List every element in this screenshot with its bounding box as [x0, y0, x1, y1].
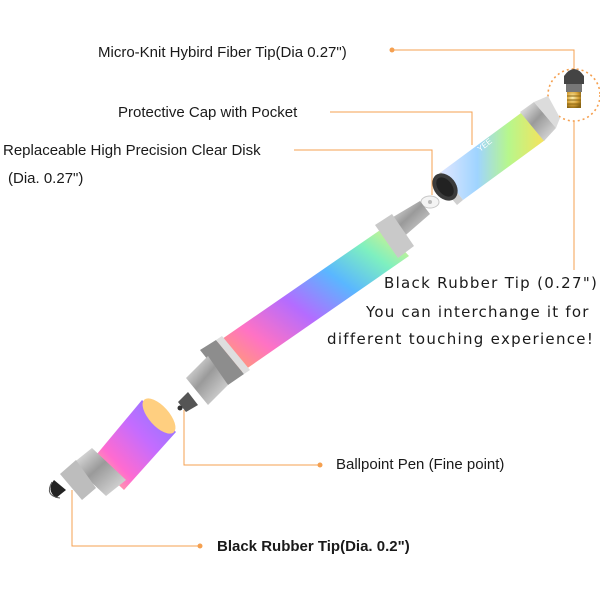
interchangeable-rubber-tip: [564, 69, 584, 108]
rubber-tip-end-piece: [48, 398, 176, 500]
label-rubber-tip-description-1: You can interchange it for: [366, 303, 590, 321]
leader-dots: [197, 47, 395, 549]
pen-body: [177, 201, 430, 412]
label-clear-disk-diameter: (Dia. 0.27"): [8, 170, 84, 187]
label-black-rubber-tip-large: Black Rubber Tip (0.27"): [384, 274, 599, 292]
label-fiber-tip: Micro-Knit Hybird Fiber Tip(Dia 0.27"): [98, 44, 347, 61]
label-clear-disk: Replaceable High Precision Clear Disk: [3, 142, 261, 159]
label-black-rubber-tip-small: Black Rubber Tip(Dia. 0.2"): [217, 538, 410, 555]
label-rubber-tip-description-2: different touching experience!: [327, 330, 595, 348]
label-ballpoint-pen: Ballpoint Pen (Fine point): [336, 456, 505, 473]
leader-lines: [71, 49, 575, 547]
clear-disk: [420, 195, 440, 209]
label-protective-cap: Protective Cap with Pocket: [118, 104, 298, 121]
